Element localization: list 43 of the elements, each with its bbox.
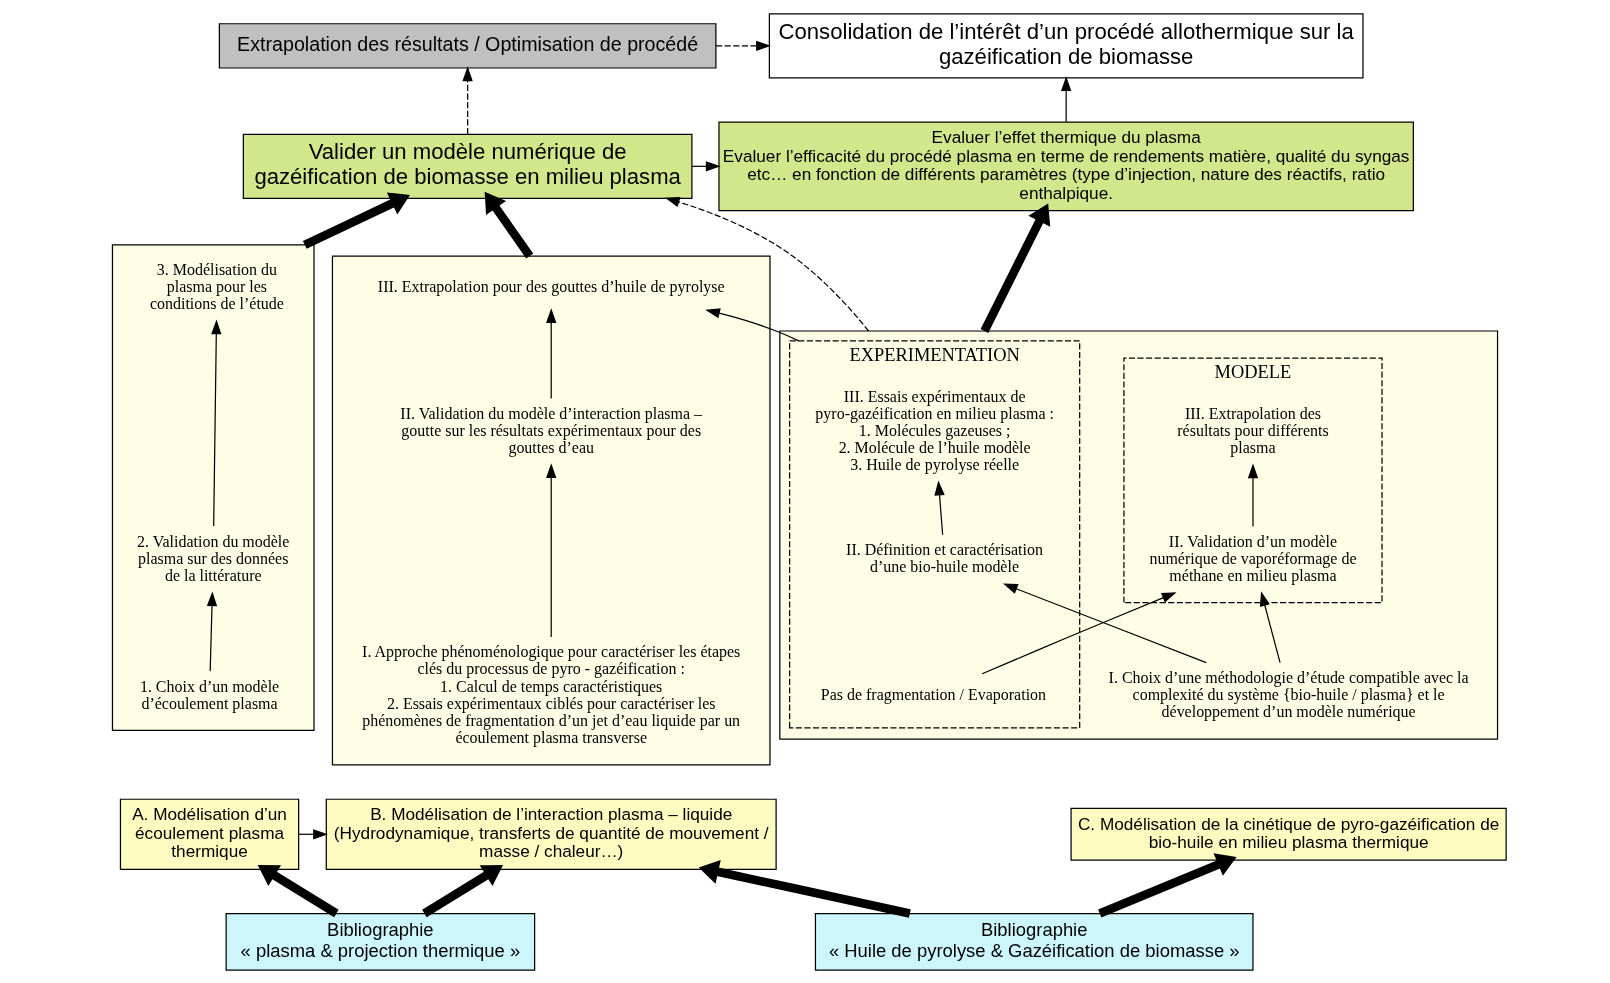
arrow xyxy=(484,191,534,258)
cluster xyxy=(779,329,1499,740)
node-box: Bibliographie « plasma & projection thermique » xyxy=(225,912,536,971)
node-text: 2. Validation du modèle plasma sur des données de la littérature xyxy=(137,532,290,584)
node-text: 3. Modélisation du plasma pour les conditions de l’étude xyxy=(149,260,284,312)
arrow xyxy=(1002,583,1207,663)
arrow xyxy=(206,590,218,672)
node-box: C. Modélisation de la cinétique de pyro-gazéification de bio-huile en milieu plasma thermique xyxy=(1070,807,1507,861)
arrow xyxy=(546,462,557,638)
node-box: Bibliographie « Huile de pyrolyse & Gazéification de biomasse » xyxy=(814,912,1254,971)
cluster xyxy=(331,254,771,765)
node-box: A. Modélisation d’un écoulement plasma thermique xyxy=(119,798,300,870)
node-text: Pas de fragmentation / Evaporation xyxy=(820,685,1047,703)
arrow xyxy=(462,65,473,135)
node-box: Consolidation de l’intérêt d’un procédé allothermique sur la gazéification de biomasse xyxy=(768,12,1364,78)
arrow xyxy=(664,196,870,332)
node-text: II. Définition et caractérisation d’une bio-huile modèle xyxy=(846,540,1043,575)
arrow xyxy=(422,864,504,917)
node-box: B. Modélisation de l’interaction plasma – liquide (Hydrodynamique, transferts de quantité de mouvement / masse / chaleur…) xyxy=(325,798,777,870)
arrow xyxy=(211,319,222,526)
node-box: Valider un modèle numérique de gazéification de biomasse en milieu plasma xyxy=(242,133,693,199)
arrow xyxy=(1247,462,1259,527)
arrow xyxy=(705,307,800,341)
node-text: 1. Choix d’un modèle d’écoulement plasma xyxy=(139,677,280,712)
arrow xyxy=(980,202,1051,333)
arrow xyxy=(1259,590,1281,663)
node-text: III. Essais expérimentaux de pyro-gazéification en milieu plasma : 1. Molécules gazeuses ; 2. Molécule de l’huile modèle 3. Huile de pyrolyse réelle xyxy=(815,387,1054,473)
node-text: II. Validation du modèle d’interaction plasma – goutte sur les résultats expérimentaux pour des gouttes d’eau xyxy=(400,404,703,456)
arrow xyxy=(257,864,339,917)
arrow xyxy=(715,40,771,51)
arrow xyxy=(934,480,945,535)
cluster xyxy=(111,243,315,731)
node-text: III. Extrapolation pour des gouttes d’huile de pyrolyse xyxy=(377,277,725,295)
node-box: Evaluer l’effet thermique du plasma Evaluer l’efficacité du procédé plasma en terme de rendements matière, qualité du syngas etc… en fonction de différents paramètres (type d’injection, nature des réactifs, ratio enthalpique. xyxy=(718,120,1414,211)
arrow xyxy=(1098,852,1237,917)
arrow xyxy=(1061,75,1072,122)
node-box: Extrapolation des résultats / Optimisation de procédé xyxy=(218,22,717,69)
arrow xyxy=(981,591,1177,674)
node-text: II. Validation d’un modèle numérique de vaporéformage de méthane en milieu plasma xyxy=(1149,532,1357,584)
node-text: III. Extrapolation des résultats pour différents plasma xyxy=(1177,404,1329,456)
node-text: I. Choix d’une méthodologie d’étude compatible avec la complexité du système {bio-huile / plasma} et le développement d’un modèle numérique xyxy=(1108,668,1469,720)
node-text: I. Approche phénoménologique pour caractériser les étapes clés du processus de pyro - gazéification : 1. Calcul de temps caractéristiques 2. Essais expérimentaux ciblés pour caractériser les phénomènes de fragmentation d’un jet d’eau liquide par un écoulement plasma transverse xyxy=(362,642,741,746)
arrow xyxy=(546,307,557,399)
